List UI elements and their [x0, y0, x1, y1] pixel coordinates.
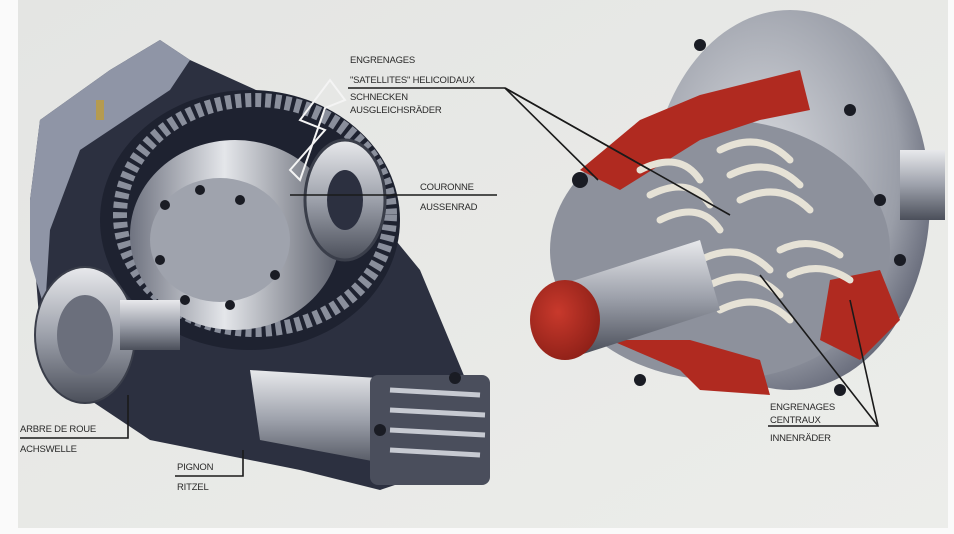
label-text: SCHNECKEN — [350, 92, 408, 103]
helical-gears — [636, 138, 854, 324]
breather-valve — [96, 100, 104, 120]
label-text: COURONNE — [420, 182, 474, 193]
label-text: ACHSWELLE — [20, 444, 77, 455]
label-text: PIGNON — [177, 462, 214, 473]
label-text: ARBRE DE ROUE — [20, 424, 96, 435]
wheel-shaft-flange — [34, 266, 180, 404]
label-text: ENGRENAGES — [770, 402, 835, 413]
label-text: AUSSENRAD — [420, 202, 478, 213]
label-wheel-shaft: ARBRE DE ROUE ACHSWELLE — [20, 424, 96, 455]
pinion-shaft — [250, 370, 490, 485]
shaft-end — [530, 280, 600, 360]
label-central-gears: ENGRENAGES CENTRAUX INNENRÄDER — [770, 402, 835, 444]
label-text: INNENRÄDER — [770, 433, 831, 444]
label-text: ENGRENAGES — [350, 55, 415, 66]
label-pinion: PIGNON RITZEL — [177, 462, 214, 493]
label-ring-gear: COURONNE AUSSENRAD — [420, 182, 478, 213]
label-text: CENTRAUX — [770, 415, 822, 426]
leader-lines — [20, 87, 879, 477]
label-text: AUSGLEICHSRÄDER — [350, 105, 442, 116]
label-text: "SATELLITES" HELICOIDAUX — [350, 75, 476, 86]
rotation-arrow — [288, 78, 347, 182]
cutaway-differential — [530, 10, 945, 396]
label-satellite-gears: ENGRENAGES "SATELLITES" HELICOIDAUX SCHN… — [350, 55, 476, 116]
label-text: RITZEL — [177, 482, 209, 493]
